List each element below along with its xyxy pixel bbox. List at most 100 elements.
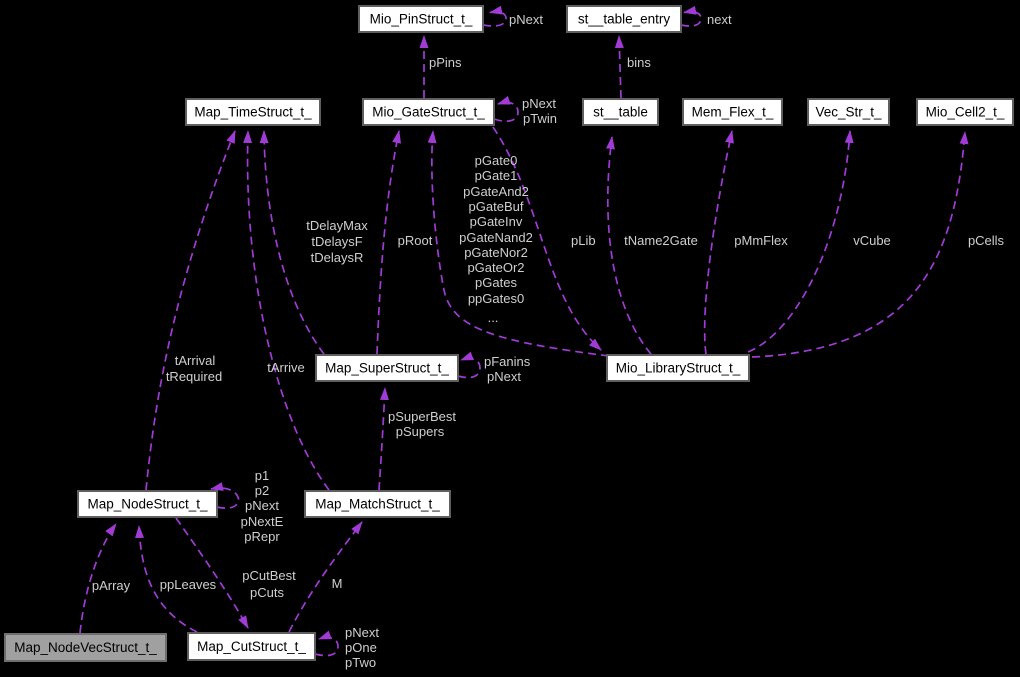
edge-gate-self-loop	[493, 95, 519, 122]
node-box	[304, 490, 451, 518]
edge-pmmflex	[703, 130, 734, 355]
node-mio-pin-struct[interactable]: Mio_PinStruct_t_	[358, 5, 484, 33]
edge-label-plib: pLib	[571, 233, 596, 248]
node-label: Mio_GateStruct_t_	[372, 105, 485, 120]
edge-entry-self-loop	[680, 5, 702, 27]
edge-label-node-self-2: pNext	[245, 498, 279, 513]
node-map-super-struct[interactable]: Map_SuperStruct_t_	[315, 354, 459, 382]
node-box	[582, 98, 659, 126]
edge-label-tarrival-0: tArrival	[175, 353, 216, 368]
edge-node-self-loop	[210, 482, 240, 509]
node-box	[315, 354, 459, 382]
edge-delays	[259, 130, 325, 355]
node-label: Map_MatchStruct_t_	[315, 497, 440, 512]
node-label: Map_SuperStruct_t_	[325, 361, 449, 376]
edge-label-pmmflex: pMmFlex	[734, 233, 788, 248]
node-label: Mio_LibraryStruct_t_	[616, 361, 741, 376]
edge-label-gate-self-1: pTwin	[523, 111, 557, 126]
edge-cut-self-loop	[314, 630, 339, 657]
node-label: Mio_PinStruct_t_	[370, 12, 473, 27]
edge-label-cut-self-1: pOne	[345, 640, 377, 655]
node-map-match-struct[interactable]: Map_MatchStruct_t_	[304, 490, 451, 518]
node-label: Map_NodeStruct_t_	[87, 497, 208, 512]
node-box	[77, 490, 218, 518]
edge-label-super-self-0: pFanins	[484, 354, 531, 369]
node-vec-str[interactable]: Vec_Str_t_	[807, 98, 890, 126]
edge-label-ppins: pPins	[429, 55, 462, 70]
node-mio-gate-struct[interactable]: Mio_GateStruct_t_	[362, 98, 495, 126]
edge-label-proot: pRoot	[398, 233, 433, 248]
edge-label-gate-array-5: pGateNand2	[459, 230, 533, 245]
node-mio-cell2[interactable]: Mio_Cell2_t_	[916, 98, 1014, 126]
edge-tarrival	[145, 130, 236, 491]
edge-label-node-self-4: pRepr	[244, 529, 280, 544]
node-label: Mem_Flex_t_	[692, 105, 774, 120]
edge-vcube	[747, 130, 854, 353]
edge-tarrive	[243, 130, 330, 491]
edge-label-node-self-1: p2	[255, 483, 269, 498]
edge-parray	[79, 523, 117, 634]
node-box	[916, 98, 1014, 126]
edge-label-parray: pArray	[92, 578, 131, 593]
edge-psuperbest	[378, 387, 389, 491]
edge-label-gate-array-2: pGateAnd2	[463, 184, 529, 199]
edge-label-gate-array-1: pGate1	[475, 168, 518, 183]
edge-bins	[614, 35, 624, 99]
node-map-node-struct[interactable]: Map_NodeStruct_t_	[77, 490, 218, 518]
edge-label-bins: bins	[627, 55, 651, 70]
edge-label-entry-self: next	[707, 12, 732, 27]
node-label: st__table_entry	[578, 12, 671, 27]
edge-label-gate-array-0: pGate0	[475, 153, 518, 168]
node-box	[606, 354, 750, 382]
node-box-highlighted	[4, 633, 167, 662]
nodes: Mio_PinStruct_t_ st__table_entry Map_Tim…	[4, 5, 1014, 662]
edge-label-delays-2: tDelaysR	[311, 250, 364, 265]
edge-label-gate-array-8: pGates	[475, 275, 517, 290]
edge-label-psuperbest-0: pSuperBest	[388, 409, 456, 424]
node-st-table[interactable]: st__table	[582, 98, 659, 126]
edge-label-cut-self-2: pTwo	[345, 655, 376, 670]
edge-label-m: M	[332, 576, 343, 591]
edge-label-gate-self-0: pNext	[522, 96, 556, 111]
node-box	[807, 98, 890, 126]
edge-label-delays-1: tDelaysF	[311, 234, 362, 249]
edge-label-pcutbest-1: pCuts	[250, 585, 284, 600]
edge-label-node-self-0: p1	[255, 468, 269, 483]
edge-pcells	[751, 131, 969, 358]
node-map-node-vec-struct[interactable]: Map_NodeVecStruct_t_	[4, 633, 167, 662]
node-map-cut-struct[interactable]: Map_CutStruct_t_	[187, 632, 316, 661]
node-label: Vec_Str_t_	[815, 105, 882, 120]
edge-label-gate-array-7: pGateOr2	[467, 260, 524, 275]
edge-label-gate-array-9: ppGates0	[468, 291, 524, 306]
node-label: Map_NodeVecStruct_t_	[14, 640, 157, 655]
edge-label-cut-self-0: pNext	[345, 625, 379, 640]
edge-label-gate-array-4: pGateInv	[470, 214, 523, 229]
edges	[79, 5, 969, 657]
edge-label-vcube: vCube	[853, 233, 891, 248]
edge-label-tarrive: tArrive	[267, 360, 305, 375]
edge-label-ppleaves: ppLeaves	[160, 577, 217, 592]
edge-pin-self-loop	[482, 5, 507, 27]
edge-label-super-self-1: pNext	[487, 369, 521, 384]
edge-label-gate-array-10: ...	[488, 310, 499, 325]
node-box	[185, 98, 321, 126]
node-map-time-struct[interactable]: Map_TimeStruct_t_	[185, 98, 321, 126]
edge-tname2gate	[606, 136, 652, 355]
edge-pcutbest	[175, 517, 249, 629]
node-box	[187, 632, 316, 661]
node-mio-library-struct[interactable]: Mio_LibraryStruct_t_	[606, 354, 750, 382]
node-label: Map_CutStruct_t_	[197, 639, 306, 654]
edge-label-tname2gate: tName2Gate	[624, 233, 698, 248]
node-label: Map_TimeStruct_t_	[194, 105, 312, 120]
node-box	[362, 98, 495, 126]
edge-label-gate-array-6: pGateNor2	[464, 245, 528, 260]
node-mem-flex[interactable]: Mem_Flex_t_	[682, 98, 783, 126]
edge-label-pcells: pCells	[968, 233, 1005, 248]
edge-proot	[376, 130, 402, 355]
edge-m	[288, 521, 363, 633]
edge-super-self-loop	[457, 351, 481, 379]
node-st-table-entry[interactable]: st__table_entry	[566, 5, 682, 33]
node-box	[682, 98, 783, 126]
